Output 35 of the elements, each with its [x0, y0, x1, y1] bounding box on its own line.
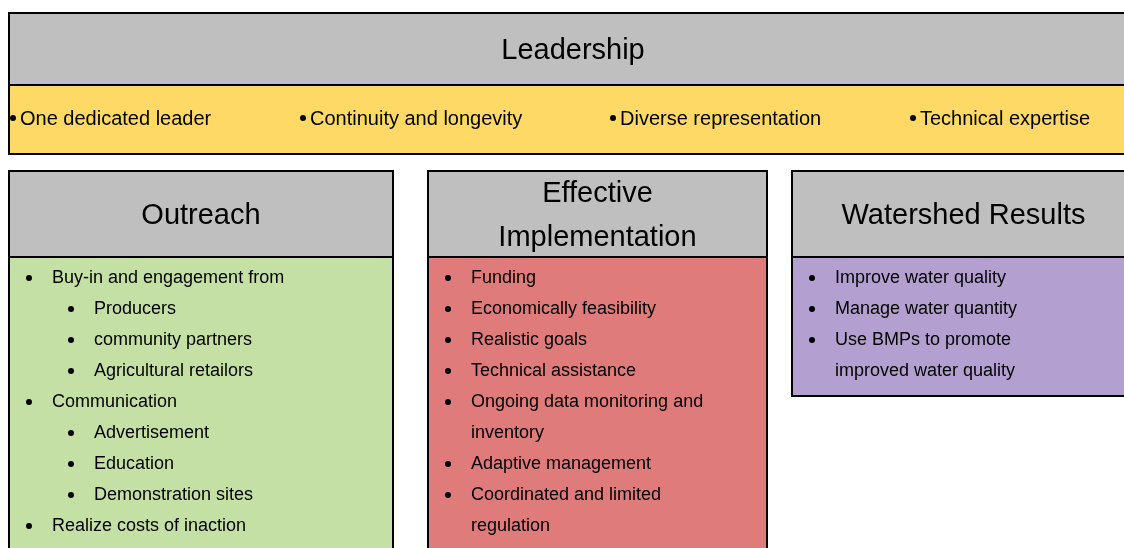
bullet-text: Economically feasibility — [471, 297, 657, 320]
bullet-text: Producers — [94, 297, 177, 320]
bullet-text: Buy-in and engagement from — [52, 266, 285, 289]
bullet-text: Advertisement — [94, 421, 210, 444]
bullet-panel — [427, 258, 768, 548]
bullet-text: Funding — [471, 266, 537, 289]
bullet-panel — [791, 258, 1124, 397]
bullet-panel — [8, 86, 1124, 155]
bullet-text: Technical assistance — [471, 359, 637, 382]
bullet-text: Continuity and longevity — [300, 104, 523, 132]
heading: Watershed Results — [841, 197, 1086, 232]
header-box — [8, 170, 394, 258]
heading: Outreach — [141, 197, 261, 232]
bullet-text: Communication — [52, 390, 178, 413]
bullet-text: Manage water quantity — [835, 297, 1018, 320]
header-box — [427, 170, 768, 258]
bullet-panel — [8, 258, 394, 548]
bullet-text: Demonstration sites — [94, 483, 254, 506]
bullet-text: Agricultural retailors — [94, 359, 254, 382]
bullet-text: Realistic goals — [471, 328, 588, 351]
bullet-text: Technical expertise — [910, 104, 1091, 132]
heading: Leadership — [501, 32, 645, 67]
bullet-text: Coordinated and limited regulation — [471, 483, 663, 537]
bullet-text: Education — [94, 452, 175, 475]
bullet-text: community partners — [94, 328, 253, 351]
bullet-text: Ongoing data monitoring and inventory — [471, 390, 705, 444]
bullet-text: Realize costs of inaction — [52, 514, 247, 537]
bullet-text: One dedicated leader — [10, 104, 212, 132]
bullet-text: Use BMPs to promote improved water quality — [835, 328, 1017, 382]
header-box — [8, 12, 1124, 86]
header-box — [791, 170, 1124, 258]
bullet-text: Adaptive management — [471, 452, 652, 475]
bullet-text: Improve water quality — [835, 266, 1007, 289]
bullet-text: Diverse representation — [610, 104, 822, 132]
heading: Effective Implementation — [497, 175, 698, 254]
